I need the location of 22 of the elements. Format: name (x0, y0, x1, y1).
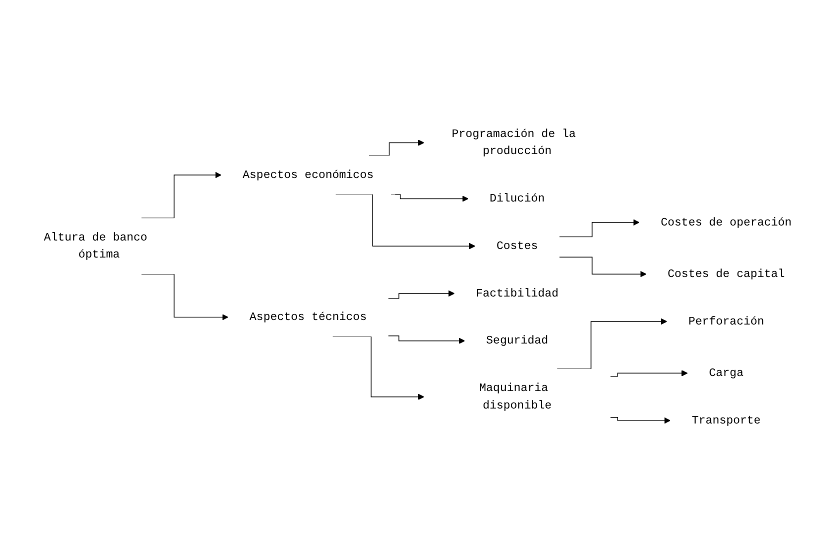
node-text: Factibilidad (476, 286, 559, 300)
arrow (610, 370, 688, 376)
node-text: Programación de la producción (452, 127, 576, 158)
node-text: Transporte (692, 414, 761, 427)
arrow (332, 336, 424, 400)
node-text: Dilución (490, 192, 545, 205)
node-text: Costes de capital (668, 267, 785, 280)
node-text: Aspectos económicos (242, 168, 374, 182)
arrow (610, 416, 671, 424)
node-text: Carga (708, 366, 744, 380)
node-text: Costes (496, 239, 538, 252)
arrow (141, 273, 228, 320)
node-text: Seguridad (486, 334, 548, 347)
arrow (388, 335, 465, 344)
arrow (559, 256, 646, 277)
arrow (390, 194, 468, 202)
arrow (388, 290, 455, 298)
node-text: Perforación (688, 314, 764, 328)
arrow (559, 218, 640, 237)
node-text: Maquinaria disponible (479, 381, 552, 412)
arrow (335, 194, 476, 249)
node-text: Costes de operación (660, 216, 792, 229)
